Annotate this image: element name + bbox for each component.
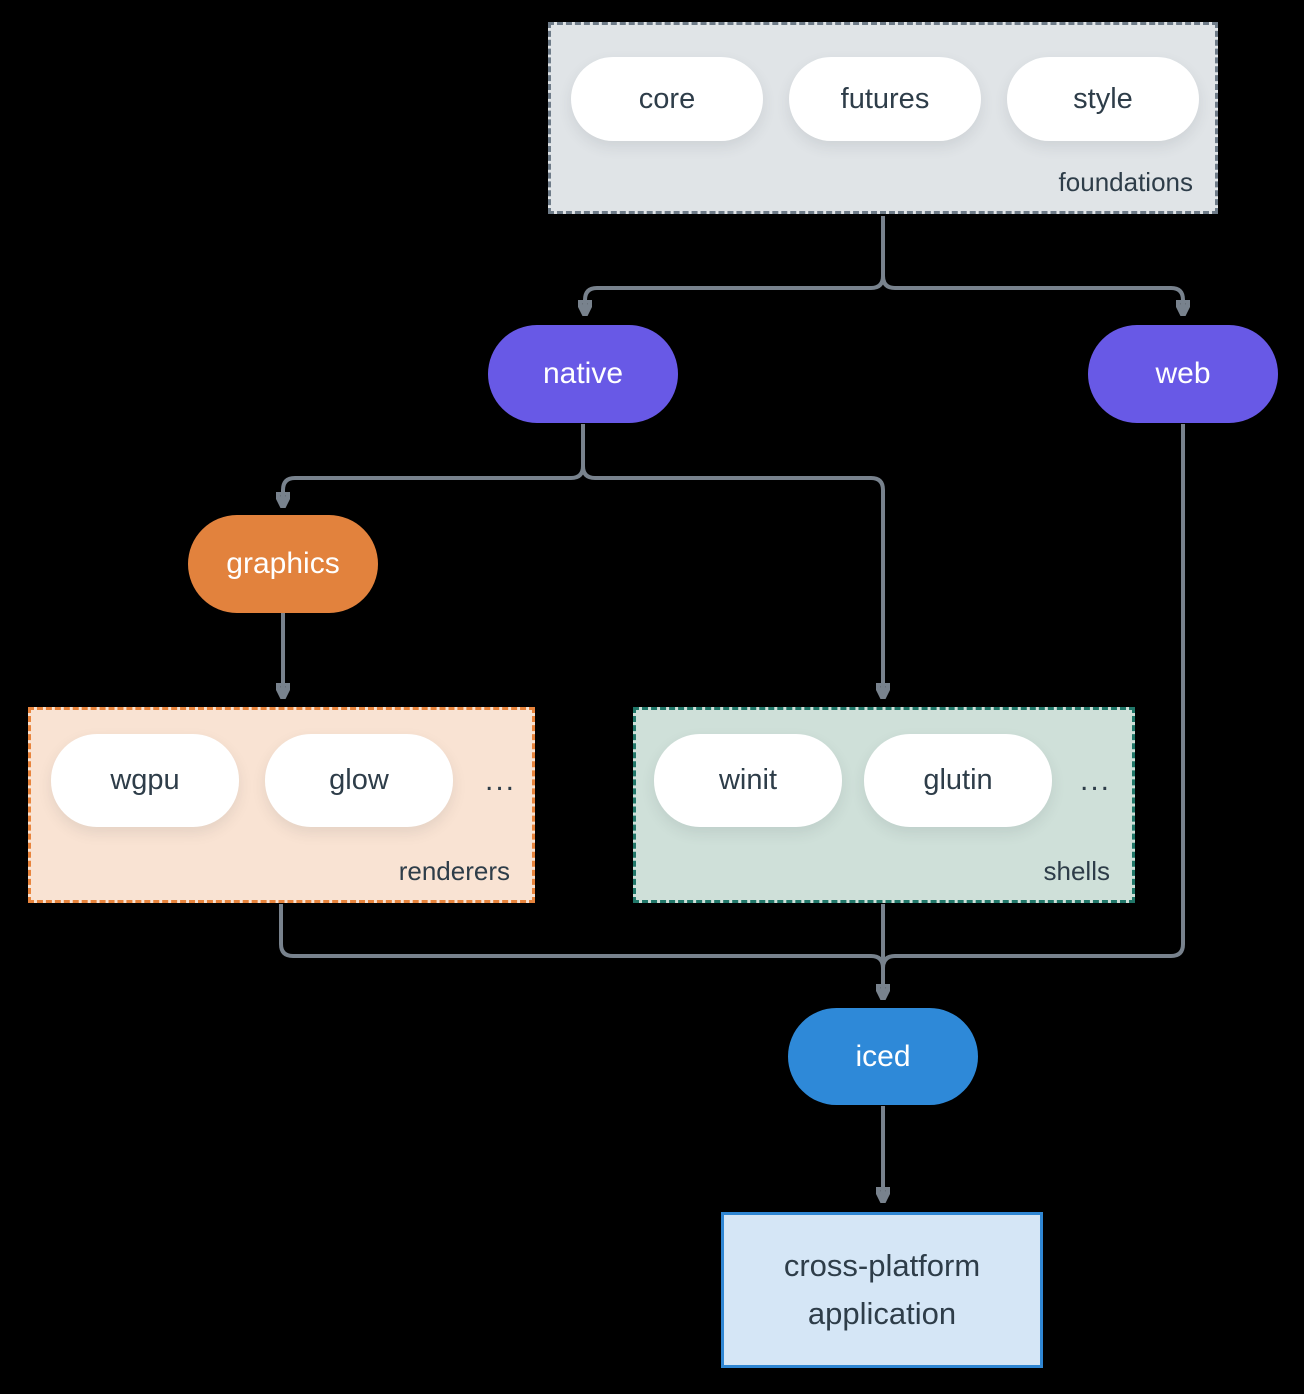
node-native-label: native <box>542 357 624 390</box>
edge-native-graphics <box>283 424 585 504</box>
shells-pill-row: winit glutin ... <box>636 710 1132 827</box>
shells-group-label: shells <box>1043 856 1110 886</box>
renderers-pill-row: wgpu glow ... <box>31 710 532 827</box>
node-iced-label: iced <box>855 1039 911 1073</box>
node-winit-label: winit <box>718 764 777 796</box>
edge-native-shells <box>581 424 883 695</box>
shells-ellipsis: ... <box>1080 763 1112 797</box>
node-core-label: core <box>638 82 696 115</box>
group-foundations: core futures style foundations <box>548 22 1218 214</box>
node-winit: winit <box>654 734 842 827</box>
node-wgpu-label: wgpu <box>110 764 180 796</box>
node-futures-label: futures <box>840 82 930 115</box>
node-graphics-label: graphics <box>226 547 340 580</box>
node-glutin: glutin <box>864 734 1052 827</box>
application-label: cross-platform application <box>783 1247 981 1331</box>
node-glow-label: glow <box>329 764 389 796</box>
foundations-pill-row: core futures style <box>551 25 1215 141</box>
node-native: native <box>488 325 678 423</box>
node-wgpu: wgpu <box>51 734 239 827</box>
group-renderers: wgpu glow ... renderers <box>28 707 535 903</box>
node-core: core <box>571 57 763 141</box>
node-style: style <box>1007 57 1199 141</box>
node-cross-platform-application: cross-platform application <box>721 1212 1043 1368</box>
edge-foundations-web <box>881 216 1183 312</box>
edge-foundations-native <box>585 216 885 312</box>
edge-renderers-iced <box>279 904 885 969</box>
node-iced: iced <box>788 1008 978 1105</box>
renderers-ellipsis: ... <box>485 763 517 797</box>
node-glow: glow <box>265 734 453 827</box>
renderers-group-label: renderers <box>398 856 510 886</box>
foundations-group-label: foundations <box>1058 167 1193 197</box>
group-shells: winit glutin ... shells <box>633 707 1135 903</box>
node-style-label: style <box>1073 82 1133 115</box>
node-glutin-label: glutin <box>923 764 993 796</box>
node-web-label: web <box>1155 357 1211 390</box>
node-futures: futures <box>789 57 981 141</box>
node-web: web <box>1088 325 1278 423</box>
node-graphics: graphics <box>188 515 378 613</box>
